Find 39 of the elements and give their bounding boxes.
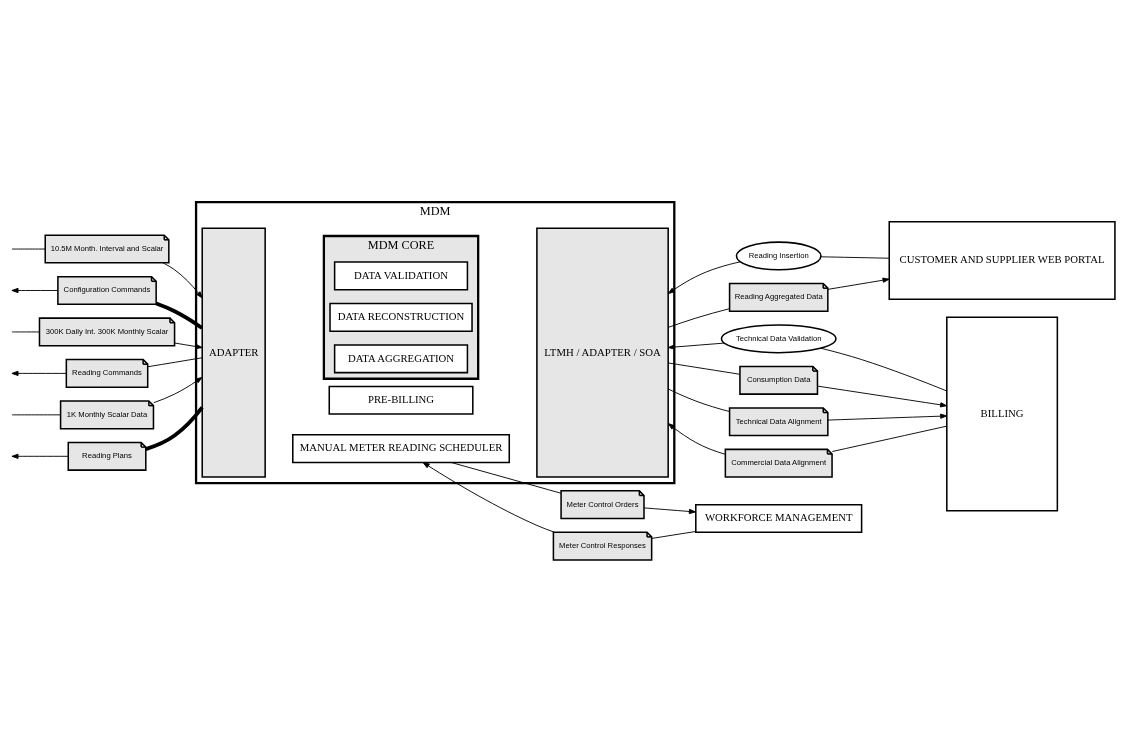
connector [820, 347, 948, 392]
connector [667, 388, 731, 412]
arrow [11, 287, 59, 294]
connector [155, 301, 204, 330]
node-box: BILLING [946, 316, 1059, 512]
arrow [817, 385, 948, 408]
node-box: DATA AGGREGATION [333, 344, 469, 374]
node-ellipse: Technical Data Validation [720, 324, 837, 354]
arrow [827, 277, 890, 290]
connector [667, 308, 730, 328]
connector [667, 362, 741, 375]
arrow [153, 376, 203, 404]
connector [820, 256, 890, 259]
node-box: MANUAL METER READING SCHEDULER [292, 434, 511, 464]
connector [147, 357, 203, 368]
node-box: DATA RECONSTRUCTION [329, 302, 473, 332]
arrow [667, 423, 726, 455]
arrow [827, 413, 948, 421]
node-box: PRE-BILLING [328, 385, 474, 415]
arrow [11, 453, 69, 459]
arrow [643, 507, 696, 515]
connector [450, 462, 562, 494]
node-box: CUSTOMER AND SUPPLIER WEB PORTAL [888, 221, 1116, 301]
arrow [667, 342, 725, 350]
node-box: ADAPTER [201, 227, 266, 478]
arrow [667, 261, 741, 294]
node-ellipse: Reading Insertion [735, 241, 822, 271]
connector [11, 331, 40, 333]
node-box: DATA VALIDATION [333, 261, 469, 291]
connector [11, 414, 61, 416]
connector [831, 425, 948, 452]
node-box: WORKFORCE MANAGEMENT [695, 503, 863, 534]
arrow [174, 342, 203, 350]
arrow [162, 262, 203, 299]
connector [11, 248, 46, 250]
arrow [422, 462, 555, 533]
arrow [11, 370, 67, 376]
node-box: LTMH / ADAPTER / SOA [536, 227, 669, 478]
connector [651, 531, 697, 539]
